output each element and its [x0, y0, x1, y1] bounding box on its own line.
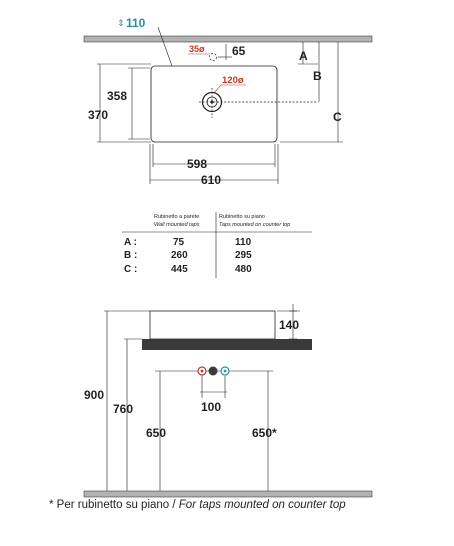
table-row-b-wall: 260	[171, 250, 188, 261]
dim-140: 140	[279, 318, 299, 332]
side-view: 140 900 760 650 650* 100	[83, 304, 373, 498]
cold-tap-dot	[223, 369, 227, 373]
label-b: B	[313, 69, 322, 83]
label-a: A	[299, 49, 308, 63]
dim-900: 900	[84, 388, 104, 402]
dim-610: 610	[201, 173, 221, 187]
counter-top	[142, 339, 312, 350]
dim-598: 598	[187, 157, 207, 171]
footnote-en: For taps mounted on counter top	[178, 499, 346, 511]
label-c: C	[333, 110, 342, 124]
footnote-it: * Per rubinetto su piano /	[49, 499, 179, 511]
table-row-a-label: A :	[124, 237, 137, 248]
footnote: * Per rubinetto su piano / For taps moun…	[49, 499, 346, 511]
dim-650: 650	[146, 426, 166, 440]
dimensions-table: Rubinetto a parete Wall mounted taps Rub…	[122, 212, 312, 278]
dim-110-arrow: ⇕	[117, 18, 125, 28]
dim-35: 35ø	[189, 44, 205, 54]
wall-bar	[83, 35, 373, 43]
dim-120: 120ø	[222, 75, 244, 86]
table-col2-header: Rubinetto su piano	[219, 214, 265, 220]
dim-760: 760	[113, 402, 133, 416]
basin-top-outline	[150, 65, 278, 143]
dim-358: 358	[107, 89, 127, 103]
dim-120-leader	[213, 84, 222, 94]
dim-110-leader	[157, 26, 173, 67]
table-row-a-counter: 110	[235, 237, 252, 248]
basin-side-outline	[149, 310, 276, 340]
table-col2-subheader: Taps mounted on counter top	[219, 222, 290, 228]
dim-65: 65	[232, 44, 246, 58]
dim-370: 370	[88, 108, 108, 122]
dim-650-star: 650*	[252, 426, 277, 440]
table-row-a-wall: 75	[173, 237, 185, 248]
table-col1-subheader: Wall mounted taps	[154, 222, 200, 228]
table-row-c-counter: 480	[235, 264, 252, 275]
table-row-b-label: B :	[124, 250, 137, 261]
hot-tap-dot	[200, 369, 204, 373]
table-row-b-counter: 295	[235, 250, 252, 261]
floor-bar	[83, 490, 373, 498]
table-row-c-label: C :	[124, 264, 137, 275]
table-col1-header: Rubinetto a parete	[154, 214, 199, 220]
dim-110: 110	[126, 16, 146, 30]
top-view: ⇕ 110 35ø 65 120ø A B C	[83, 16, 373, 187]
drain-center	[210, 100, 214, 104]
tap-hole	[209, 53, 217, 61]
drain-connection-icon	[208, 366, 218, 376]
table-row-c-wall: 445	[171, 264, 188, 275]
dim-100: 100	[201, 400, 221, 414]
